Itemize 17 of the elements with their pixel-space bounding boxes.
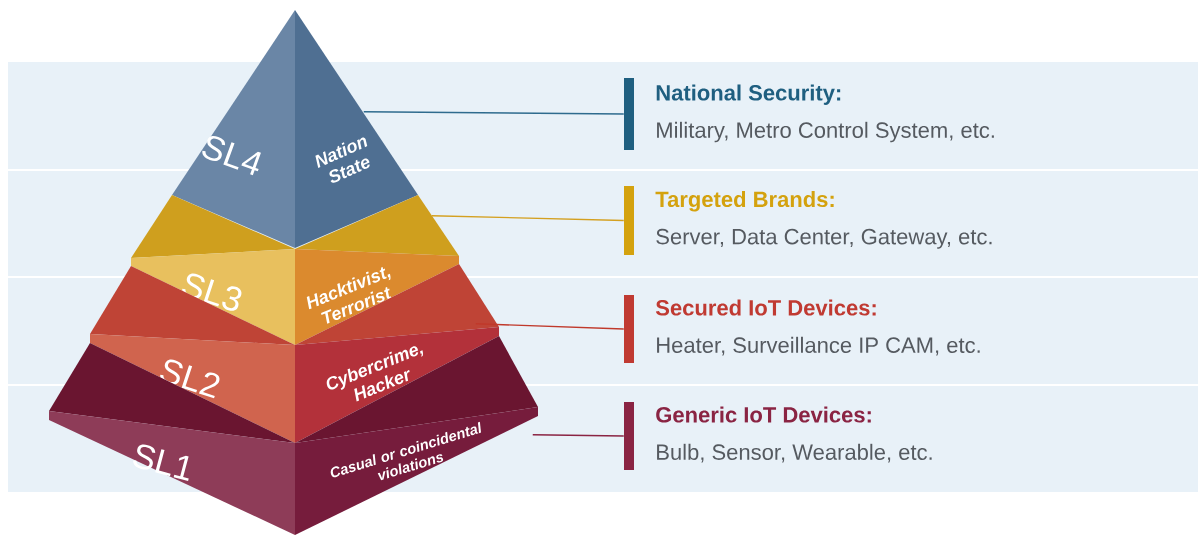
node-label: Server, Data Center, Gateway, etc. bbox=[656, 228, 992, 249]
node-label: SL1 bbox=[133, 444, 189, 482]
description-block: National Security: Military, Metro Control System, etc. bbox=[624, 78, 994, 150]
description-block: Generic IoT Devices: Bulb, Sensor, Wearable, etc. bbox=[624, 402, 932, 470]
connector-line bbox=[532, 434, 625, 437]
connector-line bbox=[475, 323, 625, 330]
description-block: Secured IoT Devices: Heater, Surveillance IP CAM, etc. bbox=[624, 295, 980, 363]
node-label: Military, Metro Control System, etc. bbox=[657, 121, 994, 143]
node-label: National Security: bbox=[656, 84, 841, 105]
node-label: Generic IoT Devices: bbox=[656, 406, 871, 423]
connector-line bbox=[363, 111, 625, 115]
node-label: Heater, Surveillance IP CAM, etc. bbox=[657, 336, 980, 356]
connector-line bbox=[431, 215, 625, 222]
node-label: Secured IoT Devices: bbox=[655, 299, 876, 316]
node-label: Bulb, Sensor, Wearable, etc. bbox=[657, 443, 932, 463]
description-block: Targeted Brands: Server, Data Center, Gateway, etc. bbox=[624, 186, 992, 255]
node-label: Targeted Brands: bbox=[655, 190, 834, 212]
